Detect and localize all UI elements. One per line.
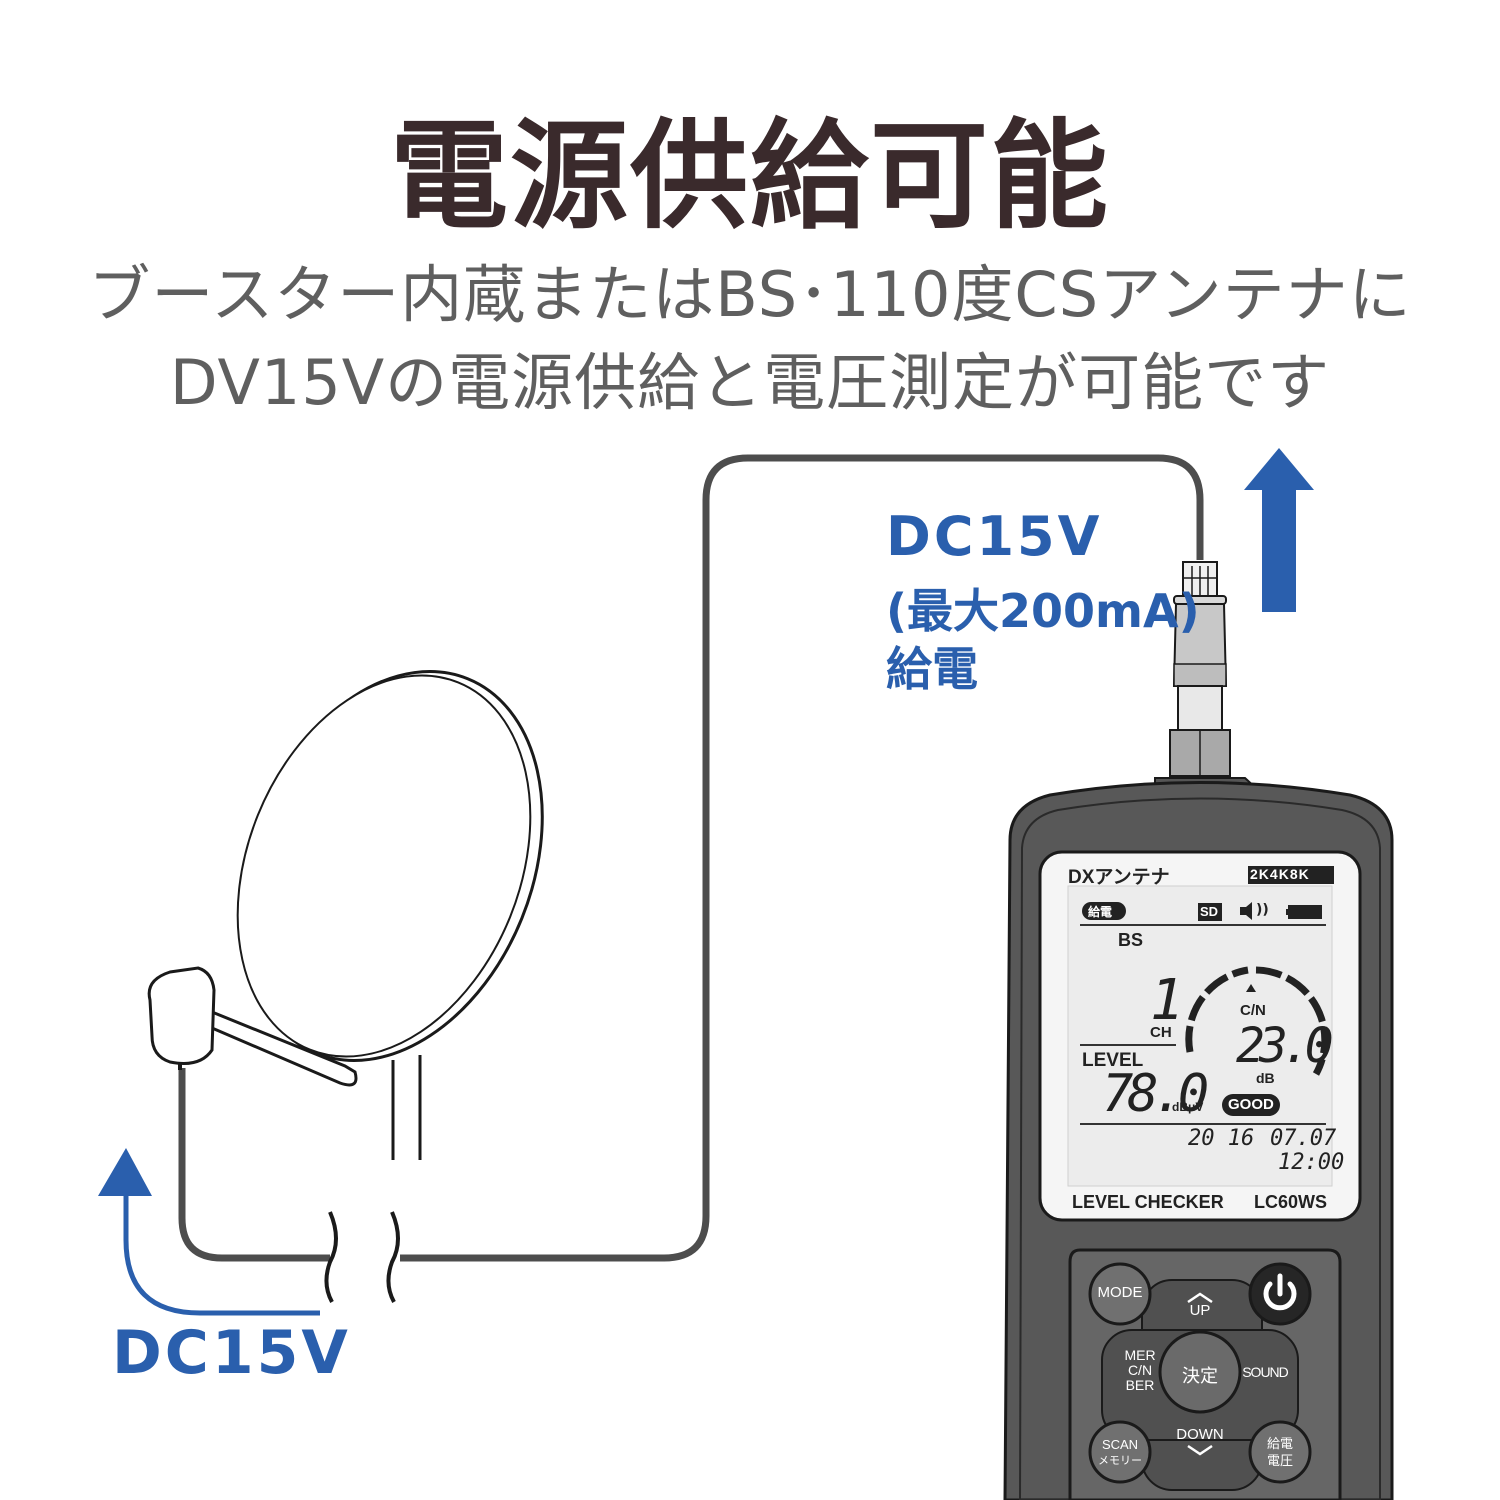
power-icon	[1263, 1281, 1297, 1311]
channel-value: 1	[1150, 968, 1184, 1033]
sd-icon: SD	[1200, 904, 1219, 919]
lcd-year: 20 16	[1188, 1126, 1255, 1151]
feed-label: 給電	[1266, 1437, 1293, 1452]
level-checker-device	[1003, 777, 1394, 1500]
scan-label: SCAN	[1101, 1437, 1139, 1452]
arrow-head-left-icon	[98, 1148, 152, 1196]
model-label: LEVEL CHECKER	[1072, 1192, 1224, 1212]
gauge-pointer-icon	[1246, 984, 1256, 992]
power-button[interactable]	[1250, 1264, 1310, 1324]
coax-cable	[400, 454, 1204, 1262]
ber-label: BER	[1125, 1377, 1155, 1393]
arrow-head-right-icon	[1244, 448, 1314, 490]
cn-unit: dB	[1256, 1070, 1275, 1086]
speaker-icon	[1240, 902, 1252, 920]
cn-gauge	[1185, 966, 1329, 1076]
page-title: 電源供給可能	[389, 107, 1110, 245]
break-mark-right	[386, 1211, 400, 1303]
level-label: LEVEL	[1082, 1050, 1144, 1071]
subtitle-line-1: ブースター内蔵またはBS･110度CSアンテナに	[88, 258, 1412, 331]
power-feed-badge: 給電	[1088, 905, 1113, 919]
model-number: LC60WS	[1254, 1192, 1328, 1212]
level-value: 78.0	[1102, 1064, 1209, 1124]
resolution-badges: 2K4K8K	[1250, 866, 1310, 882]
antenna-voltage-label: DC15V	[112, 1318, 351, 1388]
scan-memory-button[interactable]: SCAN メモリー	[1092, 1436, 1148, 1470]
mer-label: MER	[1124, 1347, 1156, 1363]
coax-cable-antenna-side	[178, 1068, 330, 1262]
output-feed-label: 給電	[886, 642, 978, 696]
break-mark-left	[324, 1211, 338, 1303]
level-unit: dBμV	[1172, 1100, 1204, 1114]
enter-button[interactable]: 決定	[1182, 1366, 1218, 1387]
up-button[interactable]: UP	[1189, 1302, 1211, 1319]
badge-8k: 8K	[1289, 866, 1310, 882]
brand-logo: DXアンテナ	[1068, 867, 1170, 888]
curved-arrow-left	[123, 1190, 320, 1316]
channel-unit: CH	[1150, 1024, 1172, 1041]
output-voltage-label: DC15V	[886, 505, 1103, 568]
band-label: BS	[1118, 930, 1144, 950]
quality-badge: GOOD	[1228, 1096, 1274, 1113]
badge-4k: 4K	[1269, 866, 1290, 882]
sound-waves-icon: ))	[1256, 902, 1269, 918]
badge-2k: 2K	[1250, 866, 1270, 882]
lcd-date: 07.07	[1270, 1126, 1337, 1151]
feed-voltage-button[interactable]: 給電 電圧	[1252, 1436, 1308, 1470]
output-current-label: (最大200mA)	[886, 584, 1200, 638]
voltage-label: 電圧	[1266, 1454, 1293, 1469]
f-connector	[1169, 561, 1231, 777]
cn-value: 23.0	[1236, 1018, 1334, 1074]
mode-button[interactable]: MODE	[1097, 1284, 1143, 1301]
cn-label-button: C/N	[1127, 1362, 1153, 1378]
satellite-dish	[147, 670, 544, 1160]
mer-cn-ber-button[interactable]: MER C/N BER	[1112, 1348, 1168, 1393]
down-button[interactable]: DOWN	[1176, 1426, 1224, 1443]
lcd-time: 12:00	[1278, 1150, 1345, 1175]
chevron-down-icon	[1187, 1444, 1213, 1456]
sound-button[interactable]: SOUND	[1242, 1364, 1289, 1380]
cn-label: C/N	[1240, 1002, 1266, 1019]
arrow-shaft-right	[1262, 486, 1296, 612]
memory-label: メモリー	[1098, 1455, 1142, 1467]
chevron-up-icon	[1187, 1292, 1213, 1304]
subtitle-line-2: DV15Vの電源供給と電圧測定が可能です	[169, 346, 1331, 419]
